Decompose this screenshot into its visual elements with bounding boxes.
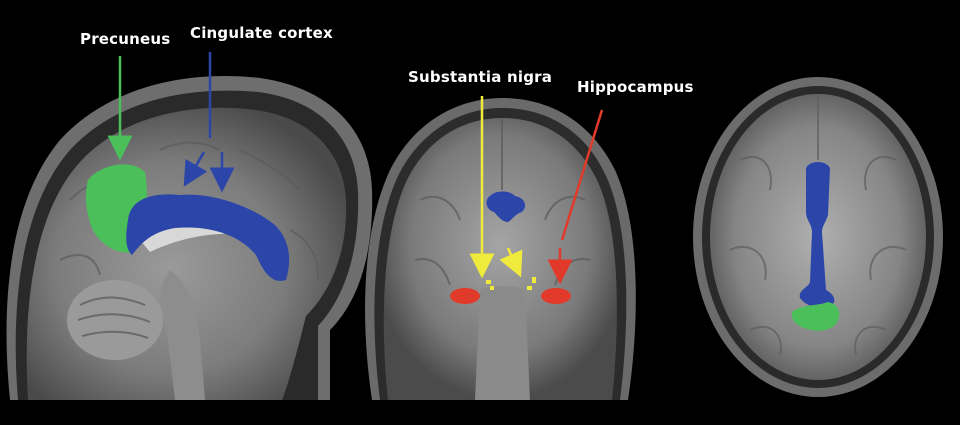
hippocampus-label: Hippocampus — [577, 78, 694, 96]
sagittal-slice — [7, 52, 373, 400]
hippocampus-left — [450, 288, 480, 304]
coronal-slice — [365, 96, 636, 400]
substantia-nigra-label: Substantia nigra — [408, 68, 552, 86]
precuneus-label: Precuneus — [80, 30, 170, 48]
cingulate-label: Cingulate cortex — [190, 24, 333, 42]
hippocampus-right — [541, 288, 571, 304]
axial-slice — [693, 77, 943, 397]
